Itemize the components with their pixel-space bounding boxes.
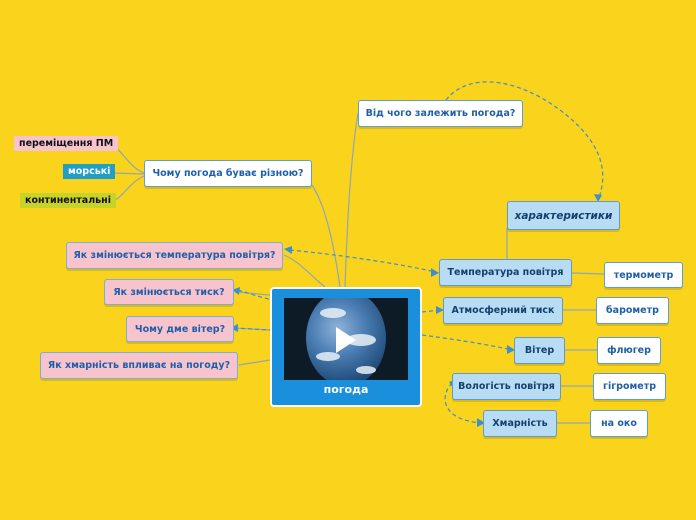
hygrometer-node[interactable]: гігрометр bbox=[593, 373, 666, 400]
barometer-node[interactable]: барометр bbox=[596, 297, 669, 324]
question-depends-node[interactable]: Від чого залежить погода? bbox=[358, 100, 523, 127]
question-why-different-node[interactable]: Чому погода буває різною? bbox=[144, 160, 312, 187]
play-icon[interactable] bbox=[330, 325, 360, 355]
earth-image[interactable] bbox=[284, 298, 408, 380]
cloud-influence-node[interactable]: Як хмарність впливає на погоду? bbox=[40, 352, 238, 379]
central-title: погода bbox=[272, 383, 420, 396]
tag-continental[interactable]: континентальні bbox=[20, 193, 116, 208]
tag-air-mass-movement[interactable]: переміщення ПМ bbox=[14, 136, 118, 151]
central-topic[interactable]: погода bbox=[270, 287, 422, 407]
temperature-change-node[interactable]: Як змінюється температура повітря? bbox=[66, 242, 283, 269]
humidity-node[interactable]: Вологість повітря bbox=[452, 373, 561, 400]
wind-node[interactable]: Вітер bbox=[514, 337, 565, 364]
thermometer-node[interactable]: термометр bbox=[604, 262, 683, 288]
characteristics-node[interactable]: характеристики bbox=[507, 201, 620, 230]
why-wind-node[interactable]: Чому дме вітер? bbox=[126, 316, 234, 342]
by-eye-node[interactable]: на око bbox=[590, 410, 648, 437]
pressure-change-node[interactable]: Як змінюється тиск? bbox=[104, 279, 234, 305]
pressure-node[interactable]: Атмосферний тиск bbox=[443, 297, 563, 324]
temperature-node[interactable]: Температура повітря bbox=[439, 259, 572, 286]
tag-marine[interactable]: морські bbox=[63, 164, 115, 179]
cloudiness-node[interactable]: Хмарність bbox=[483, 410, 557, 437]
weathervane-node[interactable]: флюгер bbox=[597, 337, 661, 364]
